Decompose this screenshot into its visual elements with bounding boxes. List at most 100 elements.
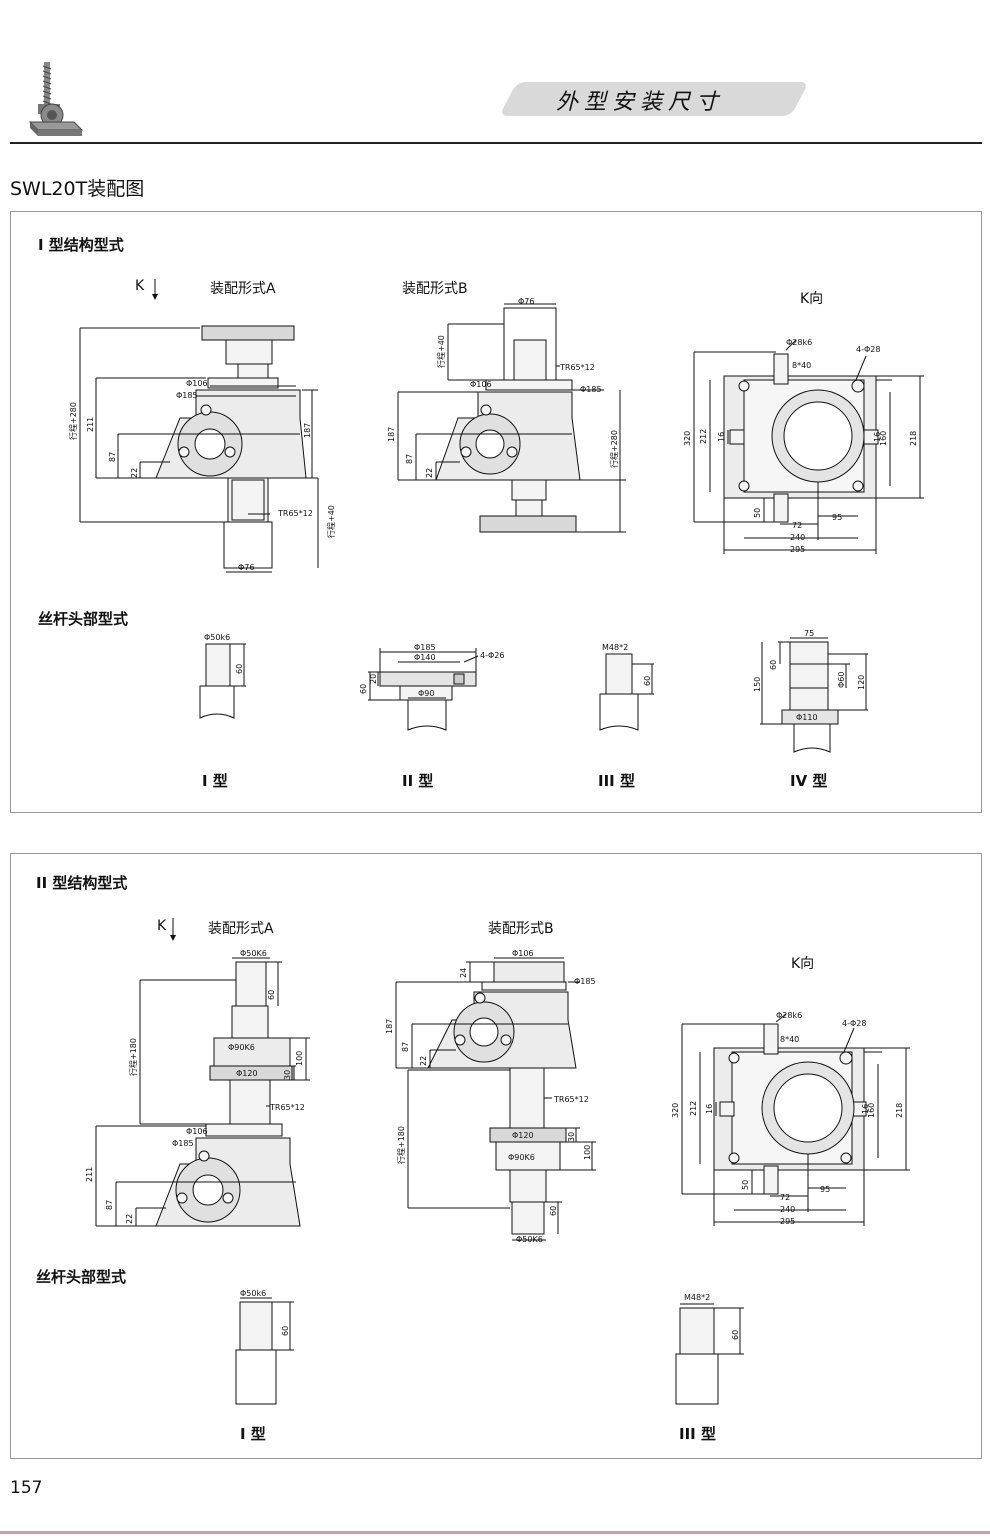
dim-p2h3-60: 60 (731, 1330, 740, 1340)
page-number: 157 (10, 1478, 43, 1498)
p1-view-b-drawing: Φ76 行程+40 TR65*12 Φ106 Φ185 187 87 22 行程… (387, 297, 626, 533)
dim-k-4d28: 4-Φ28 (856, 345, 880, 354)
dim-p2h1-60: 60 (281, 1326, 290, 1336)
dim-h1-d50: Φ50k6 (204, 633, 230, 642)
dim-p2h1-d50: Φ50k6 (240, 1289, 266, 1298)
p1-head-type-1: Φ50k6 60 (199, 633, 246, 719)
dim-p2a-211: 211 (85, 1167, 94, 1182)
dim-h3-60: 60 (643, 676, 652, 686)
dim-h3-m48: M48*2 (602, 643, 628, 652)
dim-p1a-stroke-280: 行程+280 (68, 402, 78, 440)
dim-p1b-87: 87 (405, 454, 414, 464)
panel1-type-3: III 型 (598, 772, 635, 790)
panel2-type-1: I 型 (240, 1425, 266, 1443)
dim-h4-60: 60 (769, 660, 778, 670)
dim-p2k-160: 160 (867, 1103, 876, 1118)
panel2-view-b-label: 装配形式B (488, 921, 554, 937)
dim-h2-20: 20 (369, 674, 378, 684)
panel2-subtitle: 丝杆头部型式 (36, 1268, 127, 1286)
panel2-k-label: K (157, 918, 167, 934)
dim-p1b-tr65: TR65*12 (559, 363, 595, 372)
dim-p2k-95: 95 (820, 1185, 830, 1194)
dim-p2a-d106: Φ106 (186, 1127, 208, 1136)
dim-p2a-22: 22 (125, 1214, 134, 1224)
panel2-view-a-label: 装配形式A (208, 921, 274, 937)
dim-p1b-22: 22 (425, 468, 434, 478)
p1-head-type-2: Φ185 Φ140 4-Φ26 60 20 Φ90 (359, 643, 504, 731)
panel1-type-1: I 型 (202, 772, 228, 790)
dim-p2k-16-left: 16 (705, 1104, 714, 1114)
header-title: 外型安装尺寸 (556, 90, 725, 115)
dim-p2a-d90: Φ90K6 (228, 1043, 255, 1052)
jack-logo-icon (28, 62, 84, 136)
dim-p2a-100: 100 (295, 1051, 304, 1066)
dim-k-295: 295 (790, 545, 805, 554)
p2-view-b-drawing: Φ106 24 Φ185 187 87 22 TR65*12 Φ120 30 行… (385, 949, 596, 1244)
dim-h4-d110: Φ110 (796, 713, 818, 722)
dim-h2-60: 60 (359, 684, 368, 694)
p2-head-type-1: Φ50k6 60 (235, 1289, 294, 1405)
dim-p1a-22: 22 (130, 468, 139, 478)
dim-p1b-stroke-280: 行程+280 (609, 430, 619, 468)
p2-head-type-3: M48*2 60 (675, 1293, 744, 1405)
footer-rule (0, 1531, 990, 1534)
dim-p1b-d185: Φ185 (580, 385, 602, 394)
dim-h2-d185: Φ185 (414, 643, 436, 652)
dim-k-240: 240 (790, 533, 805, 542)
dim-h2-d140: Φ140 (414, 653, 436, 662)
p1-k-view-drawing: Φ28k6 4-Φ28 8*40 320 212 16 160 218 16 5… (683, 338, 924, 554)
dim-p2k-240: 240 (780, 1205, 795, 1214)
dim-p1a-tr65: TR65*12 (277, 509, 313, 518)
dim-p1a-d76: Φ76 (238, 563, 254, 572)
dim-p2a-87: 87 (105, 1200, 114, 1210)
dim-p1b-d76: Φ76 (518, 297, 534, 306)
dim-p2b-100: 100 (583, 1145, 592, 1160)
p1-view-a-drawing: 行程+280 211 87 22 187 Φ106 Φ185 TR65*12 行… (68, 325, 336, 573)
dim-p1a-211: 211 (86, 417, 95, 432)
panel2-type-3: III 型 (679, 1425, 716, 1443)
p2-k-view-drawing: Φ28k6 4-Φ28 8*40 320 212 16 160 218 16 5… (671, 1011, 910, 1226)
dim-p1a-d185: Φ185 (176, 391, 198, 400)
dim-k-16-right: 16 (873, 432, 882, 442)
dim-p2k-320: 320 (671, 1103, 680, 1118)
dim-p2b-24: 24 (459, 968, 468, 978)
dim-p2k-16-right: 16 (861, 1104, 870, 1114)
dim-k-16-left: 16 (717, 432, 726, 442)
dim-p1b-187: 187 (387, 427, 396, 442)
dim-p1a-d106: Φ106 (186, 379, 208, 388)
dim-k-212: 212 (699, 429, 708, 444)
p2-view-a-drawing: Φ50K6 60 行程+180 Φ90K6 100 Φ120 30 TR65*1… (85, 949, 310, 1227)
header-rule (10, 142, 982, 144)
dim-p2k-50: 50 (741, 1180, 750, 1190)
dim-k-320: 320 (683, 431, 692, 446)
dim-h1-60: 60 (235, 664, 244, 674)
dim-p2b-d185: Φ185 (574, 977, 596, 986)
dim-p2b-d50: Φ50K6 (516, 1235, 543, 1244)
dim-k-218: 218 (909, 431, 918, 446)
dim-h4-150: 150 (753, 677, 762, 692)
panel1-view-b-label: 装配形式B (402, 281, 468, 297)
p1-head-type-4: 75 60 150 Φ60 120 Φ110 (753, 629, 868, 753)
panel2-title: II 型结构型式 (36, 874, 128, 892)
p1-head-type-3: M48*2 60 (599, 643, 654, 731)
dim-h2-d90: Φ90 (418, 689, 434, 698)
panel1-k-label: K (135, 278, 145, 294)
dim-p2b-d106: Φ106 (512, 949, 534, 958)
dim-k-8x40: 8*40 (792, 361, 811, 370)
document-title: SWL20T装配图 (10, 178, 145, 200)
dim-p1a-stroke-40: 行程+40 (326, 505, 336, 538)
panel1-title: I 型结构型式 (38, 236, 124, 254)
dim-p2a-d120: Φ120 (236, 1069, 258, 1078)
dim-p2k-212: 212 (689, 1101, 698, 1116)
dim-h4-d60: Φ60 (837, 672, 846, 688)
dim-p2b-d120: Φ120 (512, 1131, 534, 1140)
dim-p2b-d90: Φ90K6 (508, 1153, 535, 1162)
panel1-subtitle: 丝杆头部型式 (38, 610, 129, 628)
dim-p2b-30: 30 (567, 1132, 576, 1142)
dim-p2k-d28: Φ28k6 (776, 1011, 802, 1020)
dim-p2a-d50: Φ50K6 (240, 949, 267, 958)
dim-p2b-22: 22 (419, 1056, 428, 1066)
dim-p2b-60: 60 (549, 1206, 558, 1216)
dim-p2b-87: 87 (401, 1042, 410, 1052)
